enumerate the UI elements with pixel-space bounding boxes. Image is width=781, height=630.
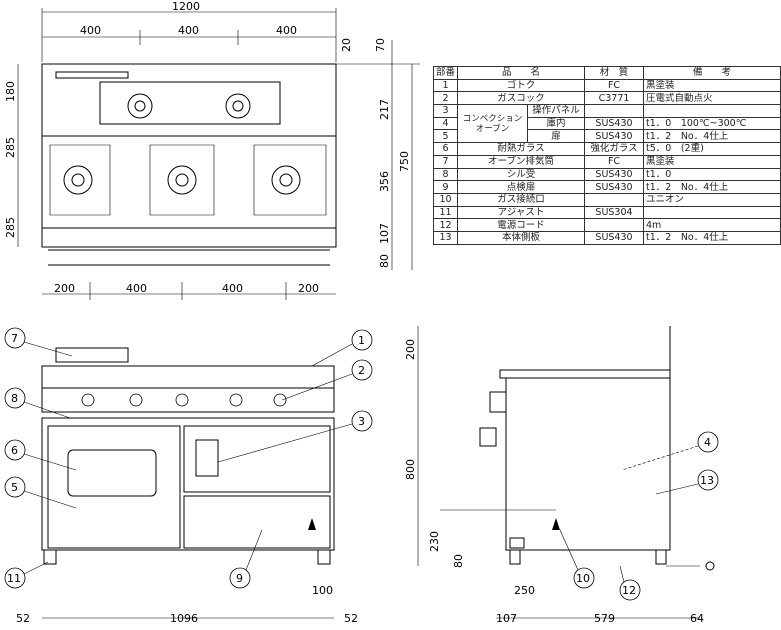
callout-9: 9	[229, 529, 263, 589]
callout-6: 6	[4, 439, 77, 471]
callout-8: 8	[4, 387, 71, 419]
dim-seg2: 400	[178, 24, 199, 37]
dim-side-230: 230	[428, 531, 441, 552]
svg-text:8: 8	[11, 392, 18, 405]
dim-100: 100	[312, 584, 333, 597]
dim-b4: 200	[298, 282, 319, 295]
svg-text:11: 11	[7, 572, 21, 585]
dim-side-800: 800	[404, 459, 417, 480]
table-header: 部番 品 名 材 質 備 考	[432, 66, 781, 80]
callout-5: 5	[4, 476, 77, 509]
svg-text:7: 7	[11, 332, 18, 345]
dim-side-579: 579	[594, 612, 615, 625]
dim-front-left: 52	[16, 612, 30, 625]
dim-front-right: 52	[344, 612, 358, 625]
dim-seg1: 400	[80, 24, 101, 37]
callout-1: 1	[311, 329, 373, 367]
header-no: 部番	[432, 66, 459, 80]
dim-side-80: 80	[452, 554, 465, 568]
callout-11: 11	[4, 561, 49, 589]
dim-285a: 285	[4, 137, 17, 158]
svg-text:6: 6	[11, 444, 18, 457]
svg-text:2: 2	[358, 364, 365, 377]
dim-side-107: 107	[496, 612, 517, 625]
plan-view: 1200 400 400 400 20 70 217 356 107 80 75…	[4, 0, 420, 300]
callout-10: 10	[559, 529, 595, 589]
callout-7: 7	[4, 327, 73, 357]
dim-356: 356	[378, 171, 391, 192]
callout-4: 4	[621, 431, 719, 471]
callout-13: 13	[655, 469, 719, 495]
dim-overall-width: 1200	[172, 0, 200, 13]
dim-285b: 285	[4, 217, 17, 238]
dim-217: 217	[378, 99, 391, 120]
dim-20: 20	[340, 38, 353, 52]
svg-text:13: 13	[700, 474, 714, 487]
group-label: コンベクション オーブン	[457, 104, 528, 144]
dim-180: 180	[4, 81, 17, 102]
svg-text:3: 3	[358, 415, 365, 428]
header-note: 備 考	[643, 66, 781, 80]
side-view: 200 800 230 80 250 107 579 64 4 13 10 12	[404, 326, 719, 625]
callout-12: 12	[619, 565, 641, 601]
svg-text:4: 4	[704, 436, 711, 449]
front-view: 52 1096 52 100 7 8 6 5 11 9 3 2 1	[4, 327, 373, 625]
dim-depth: 750	[398, 151, 411, 172]
dim-side-64: 64	[690, 612, 704, 625]
svg-text:1: 1	[358, 334, 365, 347]
svg-text:12: 12	[622, 584, 636, 597]
dim-side-200: 200	[404, 339, 417, 360]
dim-107: 107	[378, 223, 391, 244]
callout-3: 3	[217, 410, 373, 463]
header-material: 材 質	[584, 66, 644, 80]
dim-70: 70	[374, 38, 387, 52]
dim-b2: 400	[126, 282, 147, 295]
svg-text:5: 5	[11, 481, 18, 494]
dim-80: 80	[378, 254, 391, 268]
dim-b1: 200	[54, 282, 75, 295]
header-name: 品 名	[457, 66, 585, 80]
dim-front-mid: 1096	[170, 612, 198, 625]
dim-seg3: 400	[276, 24, 297, 37]
dim-side-250: 250	[514, 584, 535, 597]
callout-2: 2	[281, 359, 373, 401]
svg-text:10: 10	[576, 572, 590, 585]
dim-b3: 400	[222, 282, 243, 295]
svg-text:9: 9	[236, 572, 243, 585]
